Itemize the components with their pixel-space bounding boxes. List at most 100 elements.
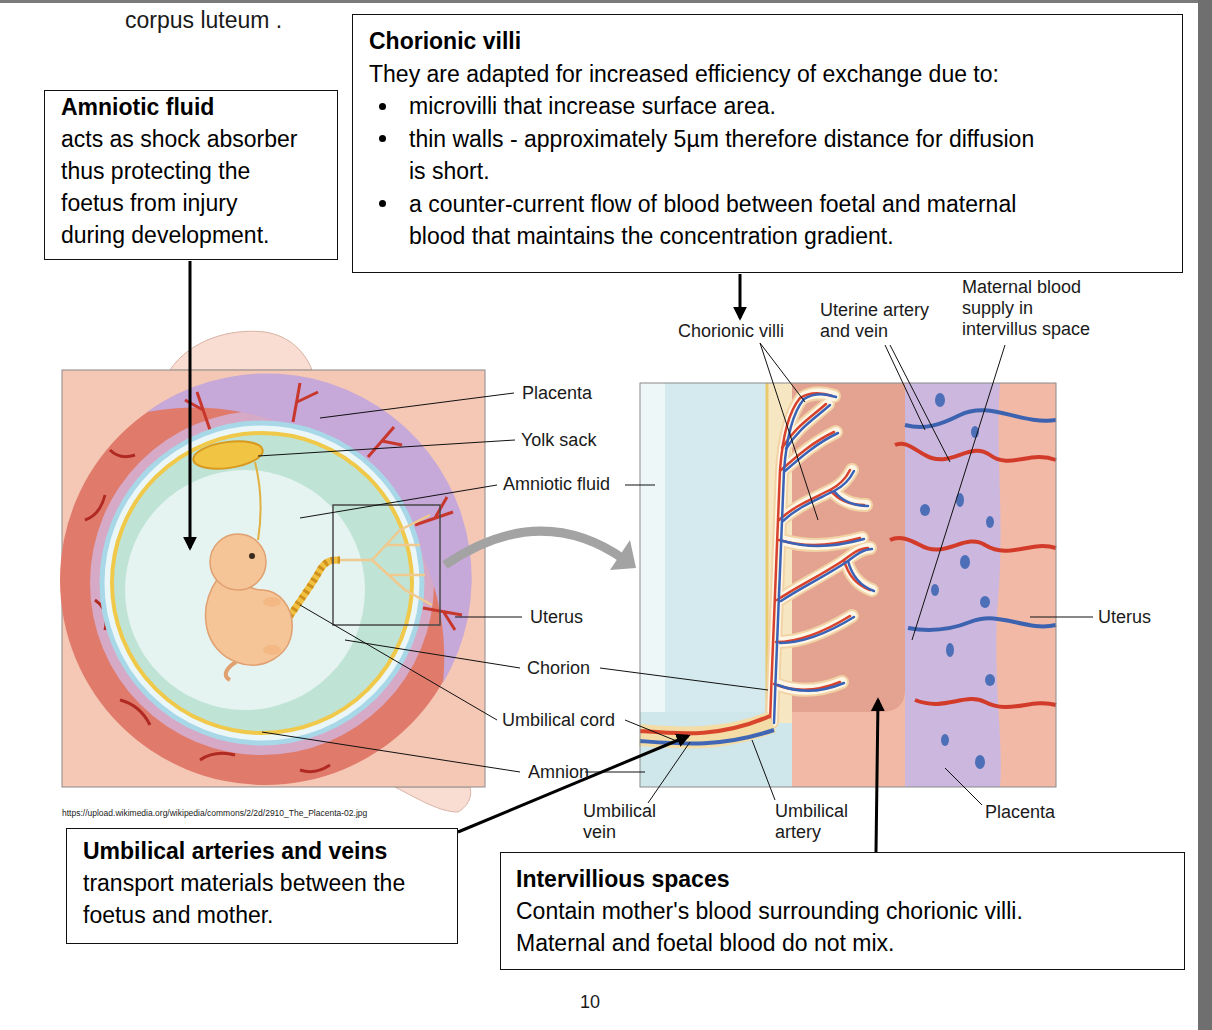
info-box: Umbilical arteries and veinstransport ma… [66, 828, 458, 944]
placenta-detail [960, 555, 970, 569]
placenta-detail [640, 730, 774, 744]
placenta-detail [640, 712, 792, 787]
part-label: Umbilical vein [583, 801, 668, 843]
embryo-illustration [249, 553, 255, 559]
embryo-illustration [395, 787, 471, 812]
placenta-detail [946, 643, 954, 657]
placenta-detail [640, 383, 1056, 787]
leader-lines [760, 343, 805, 402]
leader-lines [625, 485, 655, 486]
part-label: Uterus [1098, 606, 1151, 628]
text-row: Contain mother's blood surrounding chori… [516, 895, 1184, 959]
leader-lines [345, 640, 520, 668]
zoom-arrow [610, 540, 636, 570]
callout-arrows [876, 700, 878, 852]
placenta-detail [905, 383, 1001, 787]
source-url: https://upload.wikimedia.org/wikipedia/c… [62, 808, 367, 819]
leader-lines [300, 485, 497, 518]
leader-lines [1030, 617, 1093, 618]
zoom-arrow [445, 531, 636, 570]
zoom-arrow [445, 531, 625, 565]
placenta-detail [895, 444, 1056, 461]
bullet-text: thin walls - approximately 5µm therefore… [409, 123, 1049, 188]
box-body: transport materials between the foetus a… [83, 867, 433, 931]
part-label: Chorionic villi [678, 320, 784, 342]
leader-lines [300, 605, 497, 720]
part-label: Placenta [522, 382, 592, 404]
text-row: They are adapted for increased efficienc… [369, 58, 1182, 91]
info-box: Chorionic villiThey are adapted for incr… [352, 14, 1183, 273]
part-label: Amnion [528, 761, 589, 783]
leader-lines [760, 343, 818, 520]
leader-lines [945, 768, 982, 805]
leader-lines [752, 740, 775, 800]
placenta-detail [931, 584, 939, 596]
box-heading: Umbilical arteries and veins [83, 835, 457, 867]
page-border [0, 0, 1212, 3]
bullet-text: microvilli that increase surface area. [409, 90, 1049, 123]
info-box: Intervillious spacesContain mother's blo… [500, 852, 1185, 970]
embryo-illustration [210, 534, 266, 590]
box-heading: Amniotic fluid [61, 91, 337, 123]
embryo-illustration [112, 433, 412, 733]
box-body: They are adapted for increased efficienc… [369, 58, 1159, 91]
box-body: acts as shock absorber thus protecting t… [61, 123, 305, 251]
box-body: Contain mother's blood surrounding chori… [516, 895, 1056, 959]
embryo-illustration [102, 423, 422, 743]
info-box: Amniotic fluidacts as shock absorber thu… [44, 90, 338, 260]
embryo-illustration [263, 645, 281, 655]
text-row: acts as shock absorber thus protecting t… [61, 123, 337, 251]
text-row: transport materials between the foetus a… [83, 867, 457, 931]
leader-lines [258, 343, 1093, 805]
callout-arrows [739, 274, 742, 318]
embryo-illustration [255, 462, 261, 540]
text-row: thin walls - approximately 5µm therefore… [369, 123, 1182, 188]
embryo-illustration [226, 662, 236, 680]
leader-lines [320, 393, 514, 418]
leader-lines [455, 617, 522, 618]
embryo-illustration [60, 331, 485, 812]
part-label: Maternal blood supply in intervillus spa… [962, 277, 1102, 340]
part-label: Chorion [527, 657, 590, 679]
part-label: Amniotic fluid [503, 473, 610, 495]
part-label: Uterus [530, 606, 583, 628]
leader-lines [258, 440, 515, 456]
part-label: Uterine artery and vein [820, 300, 940, 342]
placenta-detail [941, 734, 949, 746]
bullet-dot [379, 200, 386, 207]
embryo-illustration [338, 515, 432, 605]
leader-lines [585, 772, 645, 773]
page-number: 10 [580, 991, 600, 1013]
placenta-detail [640, 716, 770, 733]
bullet-text: a counter-current flow of blood between … [409, 188, 1049, 253]
leader-lines [885, 345, 925, 430]
callout-arrows [189, 261, 192, 548]
box-heading: Chorionic villi [369, 25, 1182, 58]
embryo-illustration [192, 437, 265, 472]
placenta-detail [980, 596, 990, 608]
page-border [1198, 0, 1212, 1030]
placenta-detail [985, 674, 995, 686]
part-label: Umbilical artery [775, 801, 860, 843]
placenta-detail [935, 393, 945, 407]
box-heading: Intervillious spaces [516, 863, 1184, 895]
text-row: Amniotic fluid [61, 91, 337, 123]
part-label: Placenta [985, 801, 1055, 823]
text-row: Umbilical arteries and veins [83, 835, 457, 867]
text-row: microvilli that increase surface area. [369, 90, 1182, 123]
leader-lines [890, 345, 950, 462]
leader-lines [262, 732, 520, 772]
embryo-illustration [206, 578, 293, 665]
placenta-detail [920, 504, 930, 516]
text-row: a counter-current flow of blood between … [369, 188, 1182, 253]
placenta-detail [975, 755, 985, 769]
placenta-detail [908, 618, 1056, 630]
placenta-detail [774, 394, 874, 723]
text-row: Chorionic villi [369, 25, 1182, 58]
embryo-illustration [125, 470, 365, 710]
placenta-detail [920, 393, 995, 769]
embryo-illustration [333, 505, 440, 625]
placenta-detail [915, 699, 1056, 707]
placenta-detail [890, 538, 1056, 551]
